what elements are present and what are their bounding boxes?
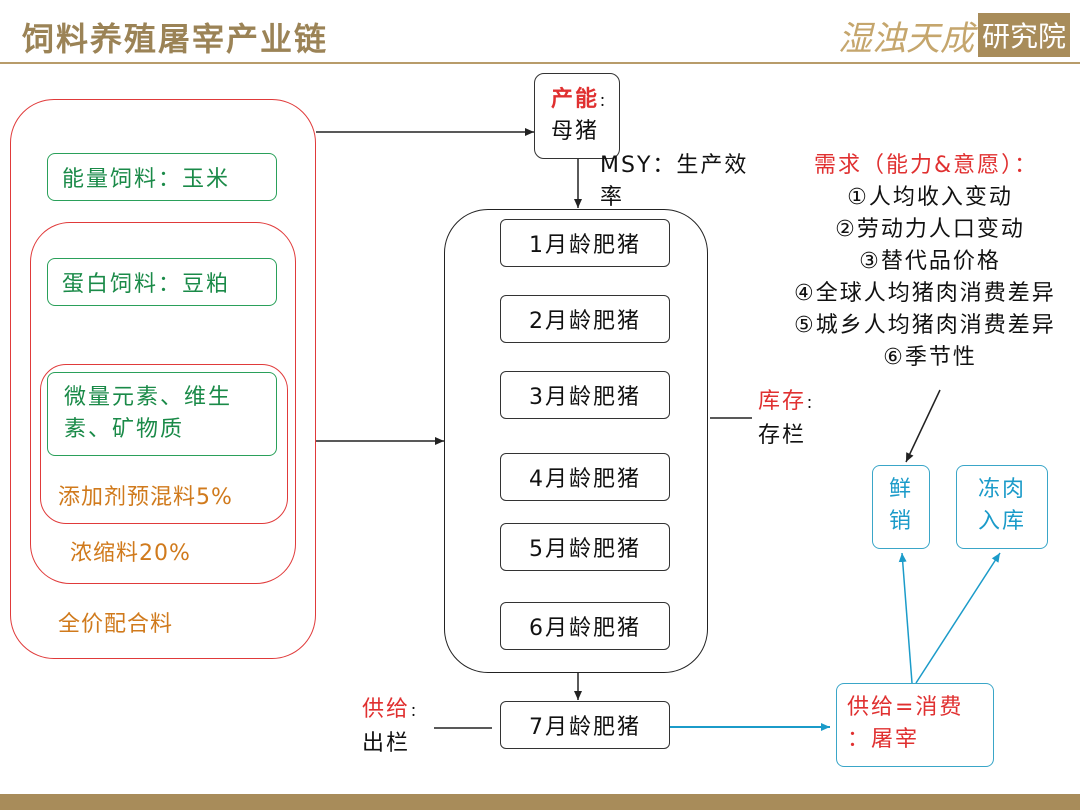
pig-stage-7: 7月龄肥猪 [500,701,670,749]
concentrate-region [30,222,296,584]
micro-elements-box: 微量元素、维生素、矿物质 [47,372,277,456]
supply-label: 供给： 出栏 [362,694,426,760]
pig-stage-1: 1月龄肥猪 [500,219,670,267]
pig-stage-4: 4月龄肥猪 [500,453,670,501]
concentrate-label: 浓缩料20% [70,541,191,566]
balance-line1: 供给=消费 [847,695,964,720]
protein-feed-box: 蛋白饲料：豆粕 [47,258,277,306]
demand-title: 需求（能力&意愿）： [814,153,1039,178]
frozen-storage-text: 冻肉入库 [977,477,1026,534]
balance-line2: ：屠宰 [847,727,920,752]
frozen-storage-box: 冻肉入库 [956,465,1048,549]
inventory-title: 库存 [758,389,807,414]
header-divider [0,62,1080,64]
supply-consumption-box: 供给=消费 ：屠宰 [836,683,994,767]
logo-script-text: 湿浊天成 [838,18,974,59]
arrow-demand-to-fresh [905,389,941,463]
complete-feed-label: 全价配合料 [58,612,174,637]
energy-feed-box: 能量饲料：玉米 [47,153,277,201]
pig-stage-5: 5月龄肥猪 [500,523,670,571]
footer-bar [0,794,1080,810]
pig-stage-6: 6月龄肥猪 [500,602,670,650]
demand-item: ④全球人均猪肉消费差异 [794,281,1056,306]
page-title: 饲料养殖屠宰产业链 [22,20,329,58]
inventory-value: 存栏 [758,423,807,448]
fresh-sale-box: 鲜销 [872,465,930,549]
capacity-label: 产能 [551,87,600,112]
demand-item: ⑥季节性 [883,345,977,370]
inventory-colon: ： [806,396,823,412]
demand-factors: 需求（能力&意愿）： ①人均收入变动 ②劳动力人口变动 ③替代品价格 ④全球人均… [780,150,1080,374]
premix-label: 添加剂预混料5% [58,485,233,510]
demand-item: ①人均收入变动 [847,185,1013,210]
fresh-sale-text: 鲜销 [888,477,913,534]
supply-title: 供给 [362,697,411,722]
premix-region [40,364,288,524]
msy-label: MSY：生产效率 [600,153,749,210]
demand-item: ⑤城乡人均猪肉消费差异 [794,313,1056,338]
capacity-box: 产能： 母猪 [534,73,620,159]
logo-box-text: 研究院 [978,13,1071,57]
inventory-label: 库存： 存栏 [758,386,822,452]
brand-logo: 湿浊天成 研究院 [838,13,1071,59]
capacity-value: 母猪 [551,119,600,144]
arrow-balance-to-frozen [915,552,1001,684]
demand-item: ③替代品价格 [859,249,1001,274]
supply-colon: ： [410,704,427,720]
arrow-balance-to-fresh [898,552,913,684]
pig-stage-3: 3月龄肥猪 [500,371,670,419]
pig-stages-container [444,209,708,673]
complete-feed-region [10,99,316,659]
supply-value: 出栏 [362,731,411,756]
capacity-colon: ： [599,94,616,110]
demand-item: ②劳动力人口变动 [835,217,1025,242]
pig-stage-2: 2月龄肥猪 [500,295,670,343]
